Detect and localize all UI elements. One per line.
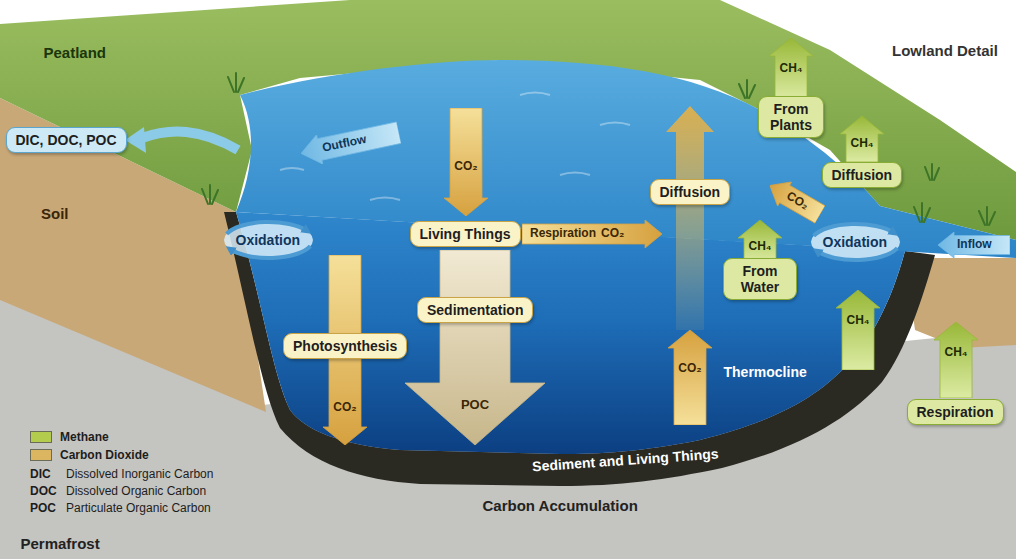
legend-abbreviation: POC: [30, 501, 56, 515]
legend-abbreviation: Dissolved Inorganic Carbon: [66, 467, 213, 481]
flux-arrow: Outflow: [298, 118, 402, 168]
region-label: Carbon Accumulation: [483, 497, 638, 514]
flux-arrow: CH₄: [840, 116, 884, 162]
flux-label: CO₂: [454, 160, 477, 174]
legend-abbreviation: DOC: [30, 484, 57, 498]
flux-label: CO₂: [678, 362, 701, 376]
process-box: Diffusion: [822, 162, 903, 188]
region-label: Permafrost: [21, 535, 100, 552]
region-label: Lowland Detail: [892, 42, 998, 59]
flux-arrow: CH₄: [769, 38, 813, 100]
region-label: Soil: [41, 205, 69, 222]
cycle-disc: [811, 224, 900, 260]
flux-arrow: CO₂: [763, 173, 827, 226]
arrow-body: [522, 220, 662, 248]
process-label: Oxidation: [236, 232, 301, 248]
diffusion-arrow: [666, 106, 714, 330]
process-label: Sedimentation: [427, 302, 523, 318]
arrow-body: [444, 108, 488, 216]
arrow-shape: [836, 290, 880, 370]
legend-swatch: [30, 431, 52, 443]
arrow-body: [738, 220, 782, 262]
arrow-body: [769, 38, 813, 100]
region-label: Thermocline: [724, 364, 807, 380]
legend-abbreviation: Particulate Organic Carbon: [66, 501, 211, 515]
process-label: From Water: [733, 263, 787, 295]
process-label: DIC, DOC, POC: [16, 132, 117, 148]
flux-arrow: CH₄: [836, 290, 880, 370]
flux-label: CO₂: [333, 401, 356, 415]
flux-label: CH₄: [846, 314, 869, 328]
flux-arrow: CH₄: [738, 220, 782, 262]
process-box: Living Things: [410, 221, 521, 247]
arrow-body: [938, 232, 1010, 258]
grass-tufts: [202, 73, 995, 225]
flux-label: POC: [461, 398, 489, 413]
legend-abbreviation: DIC: [30, 467, 51, 481]
process-box: Sedimentation: [417, 297, 533, 323]
legend-text: Carbon Dioxide: [60, 448, 149, 462]
process-label: Oxidation: [823, 234, 888, 250]
legend-text: Methane: [60, 430, 109, 444]
cycle-disc: [224, 222, 313, 258]
sediment-layer: [224, 212, 935, 486]
arrow-body: [668, 330, 712, 425]
process-label: Diffusion: [832, 167, 893, 183]
lake-surface: [236, 60, 1016, 258]
flux-label: CH₄: [944, 346, 967, 360]
flux-arrow: Respiration CO₂: [522, 220, 662, 248]
process-label: Photosynthesis: [293, 338, 397, 354]
legend-abbreviation: Dissolved Organic Carbon: [66, 484, 206, 498]
flux-arrow: CO₂: [444, 108, 488, 216]
oxidation-cycle: Oxidation: [806, 219, 905, 265]
arrow-body: [934, 322, 978, 398]
flux-label: Respiration: [530, 227, 596, 241]
process-box: From Plants: [758, 96, 824, 138]
process-box: Photosynthesis: [283, 333, 407, 359]
flux-arrow: Inflow: [938, 232, 1010, 258]
process-box: Respiration: [907, 399, 1004, 425]
flux-label: CH₄: [779, 62, 802, 76]
flux-label: Inflow: [957, 238, 992, 252]
process-box: Diffusion: [650, 179, 731, 205]
arrow-shape: [934, 322, 978, 398]
arrow-body: [840, 116, 884, 162]
flux-arrow: CO₂: [668, 330, 712, 425]
process-label: Living Things: [420, 226, 511, 242]
drainage-arrowhead: [125, 127, 146, 153]
arrow-shape: [668, 330, 712, 425]
process-label: From Plants: [768, 101, 814, 133]
flux-arrow: CH₄: [934, 322, 978, 398]
arrow-body: [836, 290, 880, 370]
process-box: From Water: [723, 258, 797, 300]
region-label: Peatland: [44, 44, 107, 61]
arrow-body: [763, 173, 827, 226]
legend-swatch: [30, 449, 52, 461]
process-box: DIC, DOC, POC: [6, 127, 127, 153]
process-label: Respiration: [917, 404, 994, 420]
drainage-stream: [142, 132, 238, 150]
flux-arrow: POC: [405, 250, 545, 445]
flux-label: CH₄: [850, 137, 873, 151]
arrow-body: [405, 250, 545, 445]
lake-cross-section: [236, 212, 905, 454]
oxidation-cycle: Oxidation: [219, 217, 318, 263]
arrow-shape: [405, 250, 545, 445]
arrow-body: [298, 118, 402, 168]
process-label: Diffusion: [660, 184, 721, 200]
flux-label: CO₂: [601, 227, 624, 241]
flux-label: CH₄: [748, 240, 771, 254]
